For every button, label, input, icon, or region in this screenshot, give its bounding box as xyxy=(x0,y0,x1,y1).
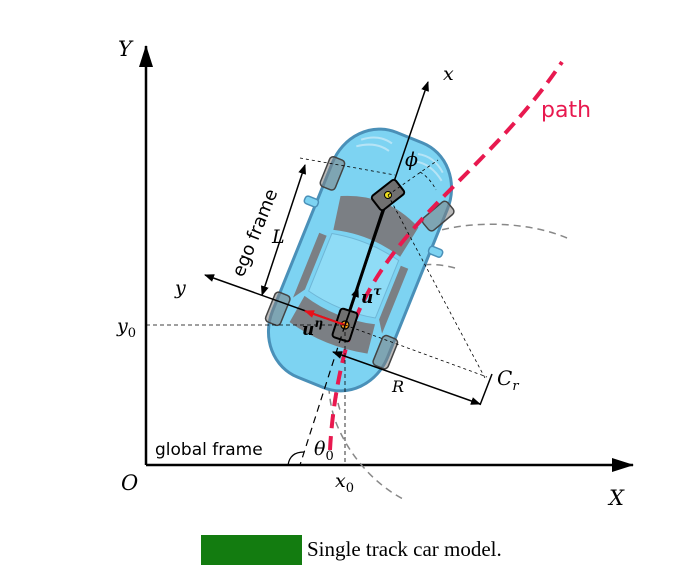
wheelbase-label: L xyxy=(271,226,285,248)
center-of-rotation-label: Cr xyxy=(497,366,519,394)
heading-extension-line xyxy=(299,324,346,466)
car-right-side-window xyxy=(379,265,409,334)
car-headlights xyxy=(356,136,444,182)
radius-dimension-line xyxy=(332,351,481,405)
x-axis-label: X xyxy=(607,486,625,510)
heading-angle-label: θ0 xyxy=(314,438,334,464)
u-eta-arrow xyxy=(304,309,346,327)
origin-label: O xyxy=(121,471,138,495)
center-of-rotation-tick xyxy=(479,373,493,406)
caption-text: Single track car model. xyxy=(307,537,502,561)
wheelbase-dimension xyxy=(261,157,396,296)
y-axis-label: Y xyxy=(118,37,134,61)
car xyxy=(264,127,455,393)
path-label: path xyxy=(541,98,591,123)
front-left-wheel xyxy=(319,155,346,191)
global-frame-label: global frame xyxy=(155,440,263,460)
x0-label: x0 xyxy=(335,470,354,496)
ego-x-label: x xyxy=(443,63,454,85)
radius-label: R xyxy=(391,377,404,396)
steering-angle-label: ϕ xyxy=(405,149,418,171)
wheelbase-dimension-line xyxy=(261,164,306,296)
right-mirror xyxy=(427,245,444,258)
global-axes xyxy=(139,45,634,472)
ego-y-label: y xyxy=(174,277,186,299)
u-eta-label: uη xyxy=(302,316,323,340)
y0-label: y0 xyxy=(116,315,136,341)
car-windshield xyxy=(333,195,419,257)
u-tau-label: uτ xyxy=(361,284,382,308)
caption-color-box xyxy=(201,535,302,565)
heading-angle-arc xyxy=(287,451,305,466)
car-roof xyxy=(308,232,400,319)
u-tau-arrow xyxy=(344,287,359,326)
